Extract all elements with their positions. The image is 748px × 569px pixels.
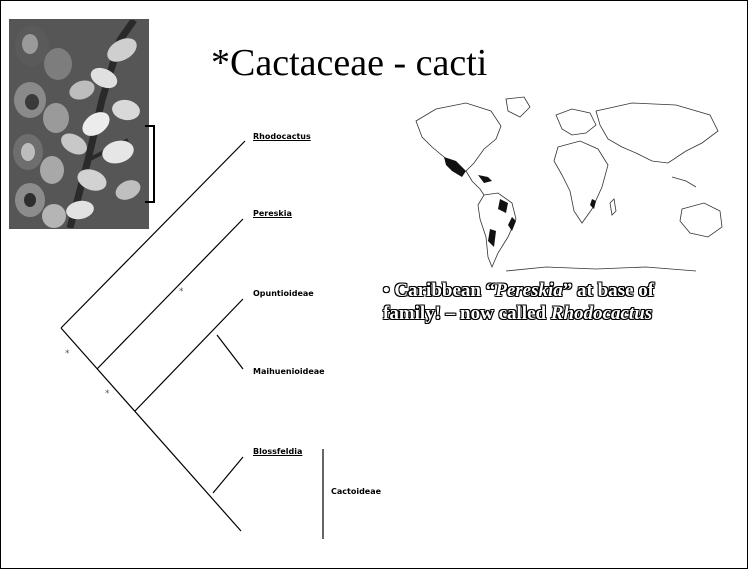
bullet-marker: •: [383, 280, 390, 301]
taxon-blossfeldia: Blossfeldia: [253, 447, 302, 456]
bullet-close-quote: ”: [563, 280, 573, 301]
bullet-genus-rhodocactus: Rhodocactus: [551, 303, 652, 324]
bullet-genus-pereskia: Pereskia: [495, 280, 563, 301]
bullet-part1: Caribbean: [390, 280, 486, 301]
support-marker: *: [65, 349, 70, 359]
bullet-text: • Caribbean “Pereskia” at base of family…: [383, 279, 703, 325]
support-marker: *: [105, 389, 110, 399]
bullet-open-quote: “: [486, 280, 496, 301]
taxon-opuntioideae: Opuntioideae: [253, 289, 314, 298]
taxon-pereskia: Pereskia: [253, 209, 292, 218]
world-distribution-map: [396, 91, 741, 276]
support-marker: *: [179, 287, 184, 297]
taxon-cactoideae: Cactoideae: [331, 487, 381, 496]
taxon-rhodocactus: Rhodocactus: [253, 132, 311, 141]
taxon-maihuenioideae: Maihuenioideae: [253, 367, 325, 376]
